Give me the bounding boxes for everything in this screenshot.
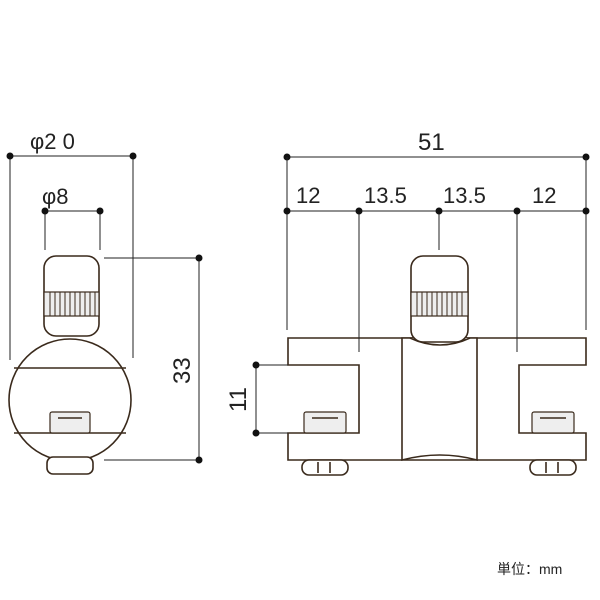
dim-dot (435, 207, 443, 215)
side-knob-knurl (43, 291, 100, 317)
label-segment-2: 13.5 (364, 183, 407, 208)
front-left-screw-head (301, 459, 349, 476)
label-slot-height: 11 (225, 387, 252, 412)
dim-dot (6, 152, 14, 160)
front-right-nut (531, 411, 575, 434)
side-knurl-lines (49, 292, 96, 316)
unit-label: 単位：mm (497, 561, 562, 577)
label-height: 33 (169, 357, 196, 384)
dim-dot (195, 254, 203, 262)
front-left-nut (303, 411, 347, 434)
label-outer-diameter: φ2 0 (30, 129, 75, 154)
front-center-cylinder (401, 337, 478, 462)
dim-dot (283, 207, 291, 215)
front-knurl-lines (416, 292, 463, 316)
dim-dot (355, 207, 363, 215)
dim-dot (252, 361, 260, 369)
dim-dot (195, 456, 203, 464)
front-knob-knurl (410, 291, 469, 317)
label-segment-4: 12 (532, 183, 556, 208)
dim-dot (129, 152, 137, 160)
front-view: 51 12 13.5 13.5 12 11 (225, 129, 590, 476)
label-segment-3: 13.5 (443, 183, 486, 208)
label-total-width: 51 (418, 129, 445, 156)
clamp-round-body (8, 338, 132, 462)
dim-dot (41, 207, 49, 215)
side-nut (49, 411, 91, 434)
dim-dot (582, 207, 590, 215)
front-right-screw-head (529, 459, 577, 476)
dim-dot (252, 429, 260, 437)
label-segment-1: 12 (296, 183, 320, 208)
dim-dot (513, 207, 521, 215)
label-knob-diameter: φ8 (42, 184, 69, 209)
dim-dot (96, 207, 104, 215)
side-screw-head (46, 456, 94, 475)
side-view: φ2 0 φ8 33 (6, 129, 203, 475)
